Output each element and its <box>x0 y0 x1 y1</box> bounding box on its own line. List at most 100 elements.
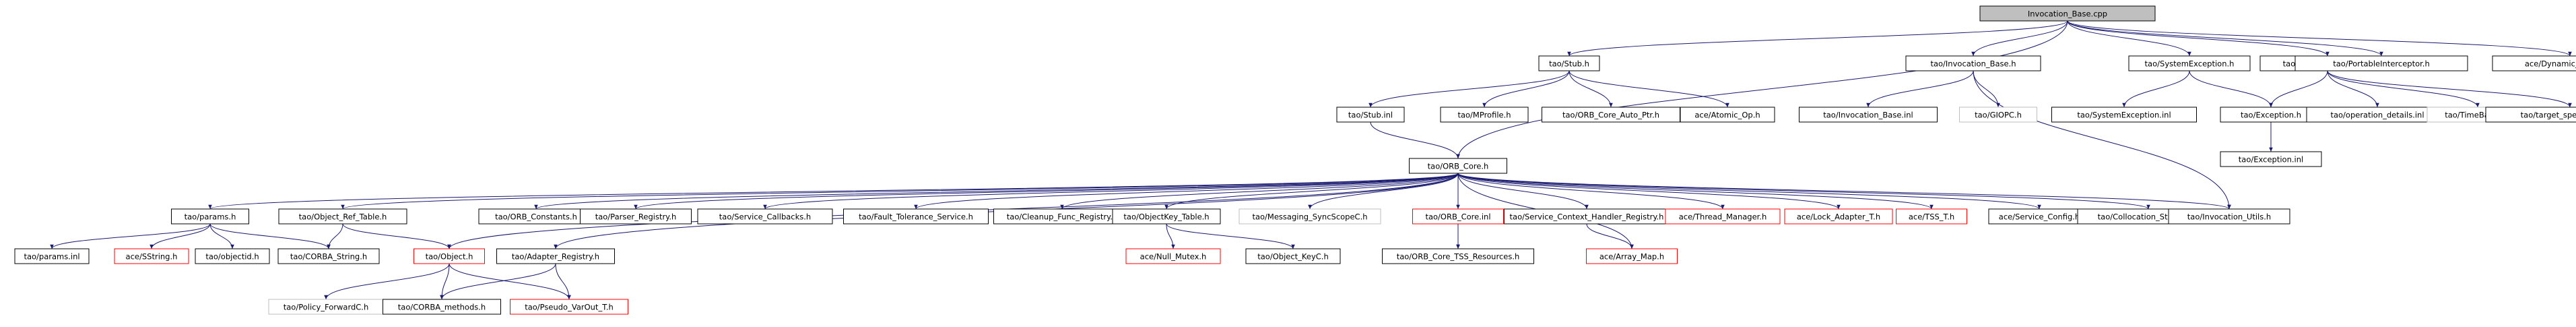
node-exception_inl[interactable]: tao/Exception.inl <box>2220 151 2322 167</box>
node-box <box>2051 107 2197 123</box>
node-box <box>2128 55 2251 71</box>
node-policyfwd_h[interactable]: tao/Policy_ForwardC.h <box>268 299 384 315</box>
node-label: tao/Stub.inl <box>1348 111 1393 120</box>
node-invbase_inl[interactable]: tao/Invocation_Base.inl <box>1799 107 1938 123</box>
node-box <box>1412 208 1504 225</box>
node-label: Invocation_Base.cpp <box>2028 9 2107 19</box>
edge-adapterreg_h-to-corbamethods_h <box>440 263 556 300</box>
node-targetspec_h[interactable]: tao/target_specification.h <box>2485 107 2576 123</box>
edge-orbcore_h-to-servctxhandler_h <box>1457 173 1589 210</box>
node-label: tao/Invocation_Base.inl <box>1823 111 1913 120</box>
node-box <box>1440 107 1529 123</box>
node-label: tao/CORBA_methods.h <box>398 303 486 312</box>
node-label: tao/Fault_Tolerance_Service.h <box>859 212 973 222</box>
node-label: tao/Policy_ForwardC.h <box>284 303 369 312</box>
node-stub_h[interactable]: tao/Stub.h <box>1538 55 1600 71</box>
node-params_inl[interactable]: tao/params.inl <box>14 248 90 264</box>
node-label: tao/SystemException.inl <box>2077 111 2171 120</box>
node-sysexc_h[interactable]: tao/SystemException.h <box>2128 55 2251 71</box>
node-params_h[interactable]: tao/params.h <box>171 208 249 225</box>
node-label: ace/Service_Config.h <box>1999 212 2080 222</box>
node-box <box>1336 107 1405 123</box>
node-objectid_h[interactable]: tao/objectid.h <box>195 248 270 264</box>
node-box <box>1680 107 1775 123</box>
node-label: tao/Object_Ref_Table.h <box>299 212 387 222</box>
node-object_h[interactable]: tao/Object.h <box>414 248 485 264</box>
node-parserreg_h[interactable]: tao/Parser_Registry.h <box>580 208 692 225</box>
node-label: tao/ObjectKey_Table.h <box>1123 212 1209 222</box>
node-label: tao/MProfile.h <box>1457 111 1511 120</box>
node-label: tao/params.inl <box>24 252 79 262</box>
edge-params_h-to-sstring_h <box>150 223 211 249</box>
node-pseudovarout_h[interactable]: tao/Pseudo_VarOut_T.h <box>510 299 628 315</box>
edge-orbcore_h-to-lockadapter_h <box>1457 173 1841 210</box>
node-mprofile_h[interactable]: tao/MProfile.h <box>1440 107 1529 123</box>
node-giopc_h[interactable]: tao/GIOPC.h <box>1959 107 2037 123</box>
node-dynserv_h[interactable]: ace/Dynamic_Service.h <box>2492 55 2576 71</box>
node-objreftable_h[interactable]: tao/Object_Ref_Table.h <box>278 208 407 225</box>
edge-orbcore_h-to-servcallbacks_h <box>763 173 1459 210</box>
node-opdet_inl[interactable]: tao/operation_details.inl <box>2306 107 2449 123</box>
edge-stub_h-to-orbcoreautoptr_h <box>1568 70 1613 108</box>
edge-invbase_h-to-invutils_h <box>1973 70 2231 210</box>
node-objectkeyc_h[interactable]: tao/Object_KeyC.h <box>1245 248 1341 264</box>
node-box <box>1979 5 2156 22</box>
node-box <box>195 248 270 264</box>
node-orbconstants_h[interactable]: tao/ORB_Constants.h <box>478 208 594 225</box>
edge-objkeytable_h-to-objectkeyc_h <box>1166 223 1295 249</box>
node-label: tao/GIOPC.h <box>1975 111 2022 120</box>
edge-orbcore_h-to-orbconstants_h <box>534 173 1459 210</box>
edge-stub_h-to-stub_inl <box>1368 70 1570 108</box>
node-label: ace/TSS_T.h <box>1909 212 1954 222</box>
node-box <box>1382 248 1534 264</box>
edge-orbcore_h-to-invutils_h <box>1457 173 2231 210</box>
node-box <box>496 248 615 264</box>
node-box <box>171 208 249 225</box>
node-lockadapter_h[interactable]: ace/Lock_Adapter_T.h <box>1784 208 1893 225</box>
node-root[interactable]: Invocation_Base.cpp <box>1979 5 2156 22</box>
node-box <box>1112 208 1221 225</box>
node-corbastring_h[interactable]: tao/CORBA_String.h <box>277 248 380 264</box>
node-sysexc_inl[interactable]: tao/SystemException.inl <box>2051 107 2197 123</box>
node-box <box>697 208 833 225</box>
node-orbcoreautoptr_h[interactable]: tao/ORB_Core_Auto_Ptr.h <box>1542 107 1680 123</box>
node-invbase_h[interactable]: tao/Invocation_Base.h <box>1905 55 2041 71</box>
node-servctxhandler_h[interactable]: tao/Service_Context_Handler_Registry.h <box>1504 208 1670 225</box>
edge-orbcore_h-to-faulttol_h <box>914 173 1459 210</box>
node-nullmutex_h[interactable]: ace/Null_Mutex.h <box>1125 248 1221 264</box>
node-cleanupreg_h[interactable]: tao/Cleanup_Func_Registry.h <box>993 208 1131 225</box>
edge-servctxhandler_h-to-arraymap_h <box>1586 223 1634 249</box>
node-box <box>580 208 692 225</box>
node-portint_h[interactable]: tao/PortableInterceptor.h <box>2294 55 2468 71</box>
node-threadmgr_h[interactable]: ace/Thread_Manager.h <box>1665 208 1781 225</box>
node-invutils_h[interactable]: tao/Invocation_Utils.h <box>2168 208 2290 225</box>
node-box <box>2492 55 2576 71</box>
node-stub_inl[interactable]: tao/Stub.inl <box>1336 107 1405 123</box>
node-faulttol_h[interactable]: tao/Fault_Tolerance_Service.h <box>843 208 989 225</box>
node-tss_h[interactable]: ace/TSS_T.h <box>1896 208 1967 225</box>
node-servconfig_h[interactable]: ace/Service_Config.h <box>1988 208 2090 225</box>
node-atomicop_h[interactable]: ace/Atomic_Op.h <box>1680 107 1775 123</box>
edge-params_h-to-objectid_h <box>209 223 234 249</box>
node-objkeytable_h[interactable]: tao/ObjectKey_Table.h <box>1112 208 1221 225</box>
node-corbamethods_h[interactable]: tao/CORBA_methods.h <box>383 299 501 315</box>
node-sstring_h[interactable]: ace/SString.h <box>114 248 189 264</box>
node-orbcore_inl[interactable]: tao/ORB_Core.inl <box>1412 208 1504 225</box>
node-orbcoretss_h[interactable]: tao/ORB_Core_TSS_Resources.h <box>1382 248 1534 264</box>
node-msgsyncscope_h[interactable]: tao/Messaging_SyncScopeC.h <box>1239 208 1381 225</box>
node-label: tao/CORBA_String.h <box>290 252 367 262</box>
node-box <box>1245 248 1341 264</box>
node-servcallbacks_h[interactable]: tao/Service_Callbacks.h <box>697 208 833 225</box>
edge-orbcore_h-to-msgsyncscope_h <box>1308 173 1459 210</box>
node-adapterreg_h[interactable]: tao/Adapter_Registry.h <box>496 248 615 264</box>
edge-root-to-sysexc_h <box>2067 20 2191 57</box>
node-box <box>414 248 485 264</box>
edge-root-to-orbcore_h <box>1456 20 2068 159</box>
node-label: tao/objectid.h <box>205 252 259 262</box>
node-arraymap_h[interactable]: ace/Array_Map.h <box>1586 248 1678 264</box>
node-box <box>1959 107 2037 123</box>
node-box <box>1239 208 1381 225</box>
node-exception_h[interactable]: tao/Exception.h <box>2220 107 2322 123</box>
node-orbcore_h[interactable]: tao/ORB_Core.h <box>1409 158 1507 174</box>
node-box <box>278 208 407 225</box>
